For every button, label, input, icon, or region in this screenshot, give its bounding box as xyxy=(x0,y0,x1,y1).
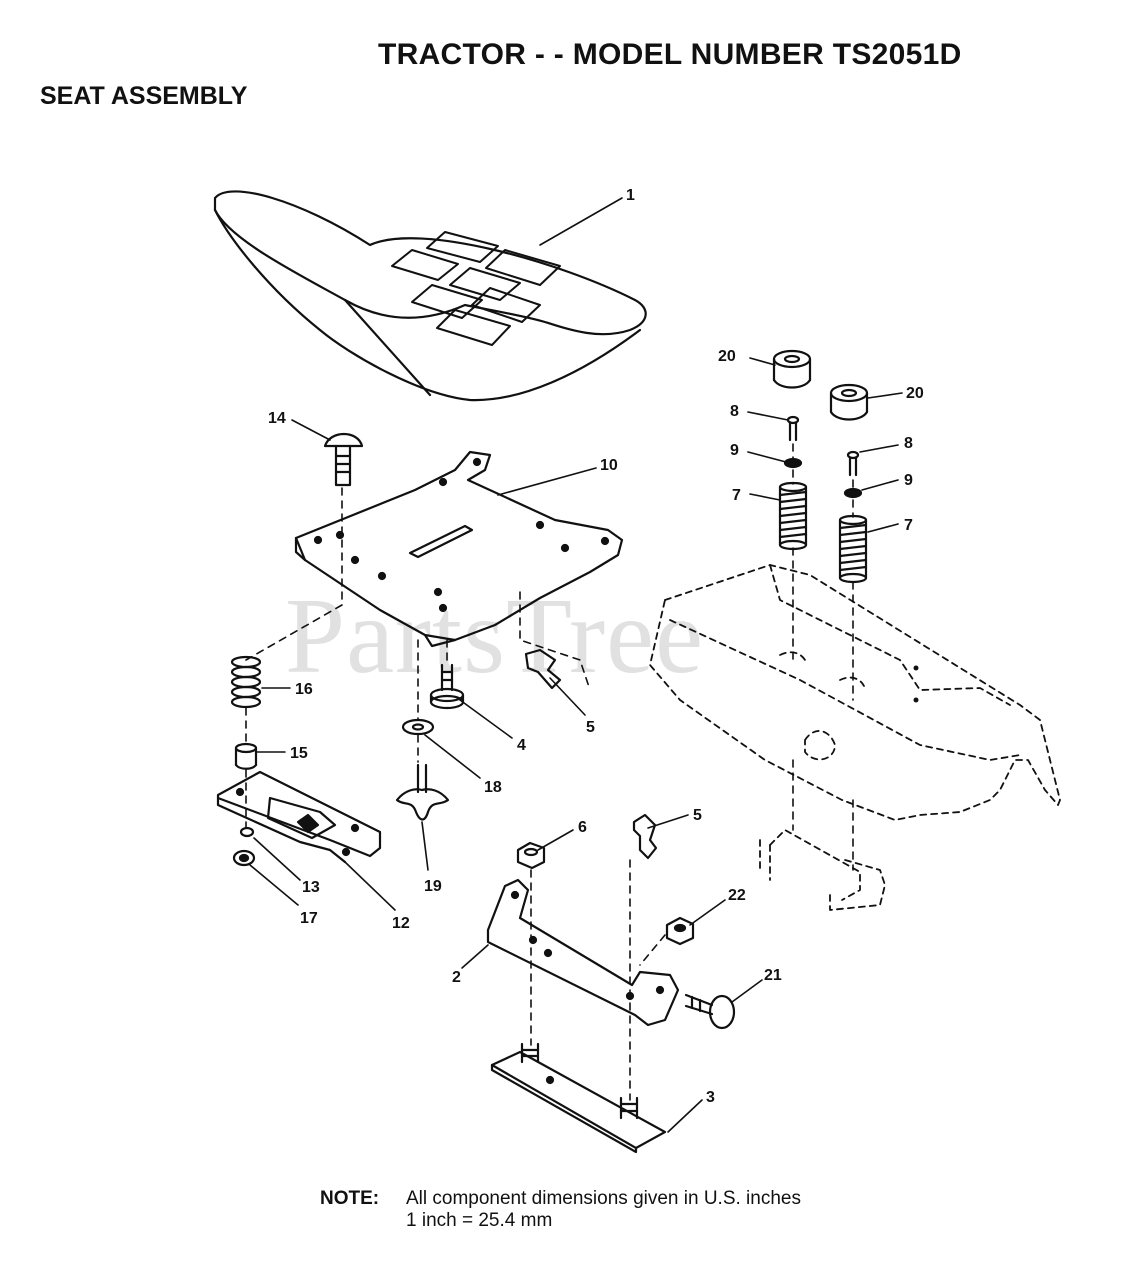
base-plate-part xyxy=(490,1042,667,1154)
callout-7-right: 7 xyxy=(904,517,913,534)
seat-part xyxy=(213,190,647,402)
spring-part xyxy=(230,655,262,709)
screw-8a-part xyxy=(786,415,800,442)
knob-part xyxy=(395,763,450,821)
callout-9-left: 9 xyxy=(730,442,739,459)
callout-labels: 1 2 3 4 5 5 6 7 7 8 8 9 9 10 12 13 14 15… xyxy=(268,187,924,1106)
callout-1: 1 xyxy=(626,187,635,204)
alignment-lines xyxy=(245,443,854,1101)
leader-lines xyxy=(249,197,903,1133)
clip-5a-part xyxy=(524,648,562,690)
callout-7-left: 7 xyxy=(732,487,741,504)
callout-9-right: 9 xyxy=(904,472,913,489)
clip-5b-part xyxy=(632,813,658,860)
callout-21: 21 xyxy=(764,967,782,984)
washer-part xyxy=(401,718,435,736)
callout-4: 4 xyxy=(517,737,526,754)
nut-17-part xyxy=(232,849,256,867)
callout-19: 19 xyxy=(424,878,442,895)
bolt-13-part xyxy=(239,826,255,838)
spacer-part xyxy=(234,742,258,770)
shoulder-bolt-part xyxy=(429,663,465,710)
fender-reference-part xyxy=(649,564,1061,911)
callout-14: 14 xyxy=(268,410,286,427)
note-line-1: All component dimensions given in U.S. i… xyxy=(406,1188,801,1209)
callout-5-lower: 5 xyxy=(693,807,702,824)
callout-16: 16 xyxy=(295,681,313,698)
callout-8-right: 8 xyxy=(904,435,913,452)
nut-6-part xyxy=(516,841,546,870)
spring-7a-part xyxy=(778,481,808,551)
callout-5-top: 5 xyxy=(586,719,595,736)
callout-2: 2 xyxy=(452,969,461,986)
callout-20-left: 20 xyxy=(718,348,736,365)
page-title: TRACTOR - - MODEL NUMBER TS2051D xyxy=(378,38,962,71)
callout-3: 3 xyxy=(706,1089,715,1106)
callout-10: 10 xyxy=(600,457,618,474)
seat-pan-part xyxy=(294,450,624,648)
seat-bracket-part xyxy=(216,770,382,864)
bolt-21-part xyxy=(684,993,736,1030)
nut-22-part xyxy=(665,916,695,946)
note-label: NOTE: xyxy=(320,1188,380,1209)
callout-20-right: 20 xyxy=(906,385,924,402)
bushing-20b-part xyxy=(829,383,869,421)
callout-6: 6 xyxy=(578,819,587,836)
note-line-2: 1 inch = 25.4 mm xyxy=(406,1210,553,1231)
washer-9b-part xyxy=(843,487,863,499)
watermark: PartsTree xyxy=(285,577,705,696)
bushing-20a-part xyxy=(772,349,812,389)
spring-7b-part xyxy=(838,514,868,584)
callout-22: 22 xyxy=(728,887,746,904)
dimension-note: NOTE: All component dimensions given in U… xyxy=(320,1188,801,1232)
callout-8-left: 8 xyxy=(730,403,739,420)
callout-17: 17 xyxy=(300,910,318,927)
section-title: SEAT ASSEMBLY xyxy=(40,82,248,110)
callout-13: 13 xyxy=(302,879,320,896)
callout-12: 12 xyxy=(392,915,410,932)
mounting-bracket-part xyxy=(486,878,680,1027)
callout-15: 15 xyxy=(290,745,308,762)
screw-8b-part xyxy=(846,450,860,477)
carriage-bolt-part xyxy=(323,432,364,487)
callout-18: 18 xyxy=(484,779,502,796)
